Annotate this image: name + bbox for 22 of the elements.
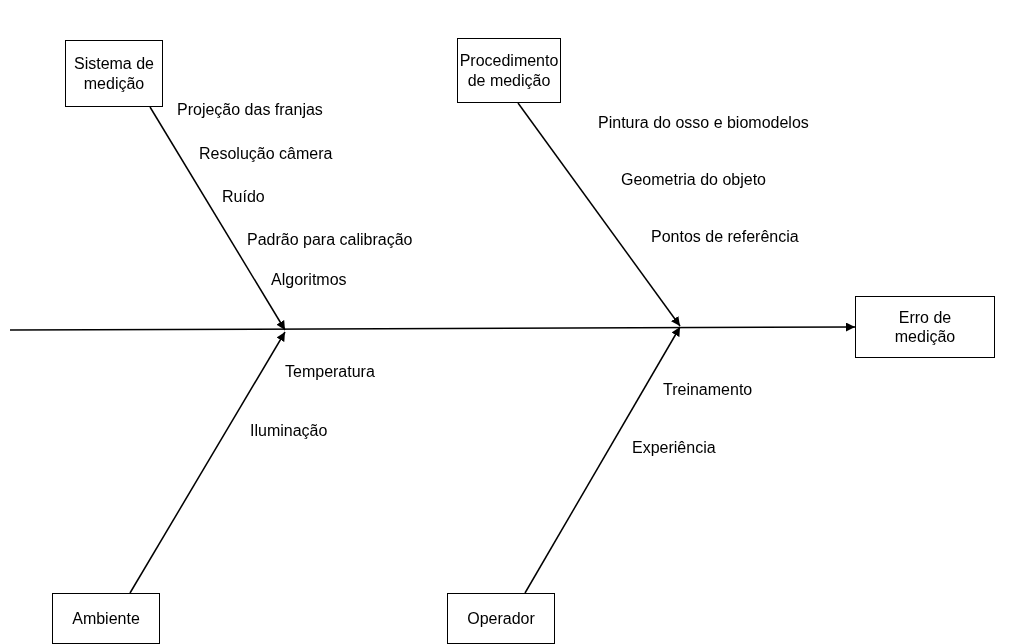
cause-box: Procedimento de medição [457,38,561,103]
bone-arrow [517,102,681,327]
cause-label: Temperatura [285,363,375,381]
cause-label: Ruído [222,188,265,206]
cause-label: Treinamento [663,381,753,399]
cause-box: Operador [447,593,555,644]
cause-label: Experiência [632,439,716,457]
cause-label: Pontos de referência [651,228,799,246]
cause-label: Projeção das franjas [177,101,323,119]
bone-arrow [524,326,681,594]
cause-box: Sistema de medição [65,40,163,107]
bone-arrow [149,106,286,331]
cause-label: Padrão para calibração [247,231,413,249]
spine-arrow [9,322,856,332]
effect-box: Erro de medição [855,296,995,358]
cause-box: Ambiente [52,593,160,644]
cause-label: Pintura do osso e biomodelos [598,114,809,132]
cause-label: Geometria do objeto [621,171,766,189]
cause-label: Resolução câmera [199,145,333,163]
cause-label: Iluminação [250,422,328,440]
cause-label: Algoritmos [271,271,347,289]
bone-arrow [129,331,286,594]
